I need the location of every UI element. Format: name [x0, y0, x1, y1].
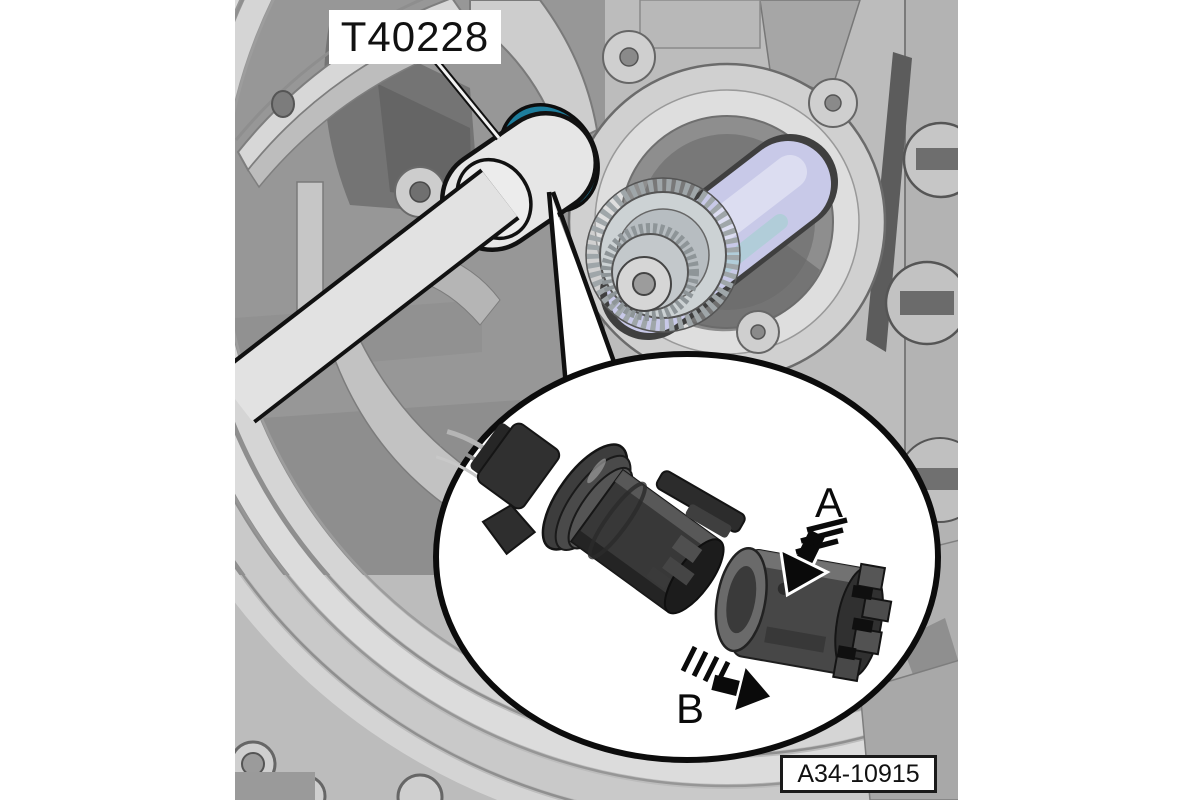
socket-tooth [856, 562, 887, 591]
arrow-a-hatching [795, 517, 848, 555]
arrow-a-icon [778, 517, 848, 598]
sensor-prong [655, 470, 746, 538]
socket-tooth [860, 596, 893, 623]
figure-reference-label: A34-10915 [780, 755, 937, 793]
inset-label-a: A [815, 479, 843, 526]
spline-teeth [601, 223, 699, 321]
arrow-b-hatching [680, 645, 731, 688]
rim-bolt-hole [271, 90, 295, 118]
sensor-photo [435, 422, 746, 615]
socket-tooth [832, 653, 862, 683]
housing-ribs [235, 166, 501, 800]
input-shaft [585, 134, 838, 340]
tool-shaft [235, 171, 518, 422]
leader-line [434, 59, 502, 141]
spline-teeth [586, 178, 740, 332]
arrow-b-icon [680, 645, 775, 715]
magnifier-cone [546, 191, 617, 399]
inset-label-b: B [676, 685, 704, 732]
tool-number-label: T40228 [329, 10, 501, 64]
removal-tool [235, 103, 600, 424]
sensor-tab [481, 503, 537, 556]
bolt-lug [396, 773, 444, 800]
